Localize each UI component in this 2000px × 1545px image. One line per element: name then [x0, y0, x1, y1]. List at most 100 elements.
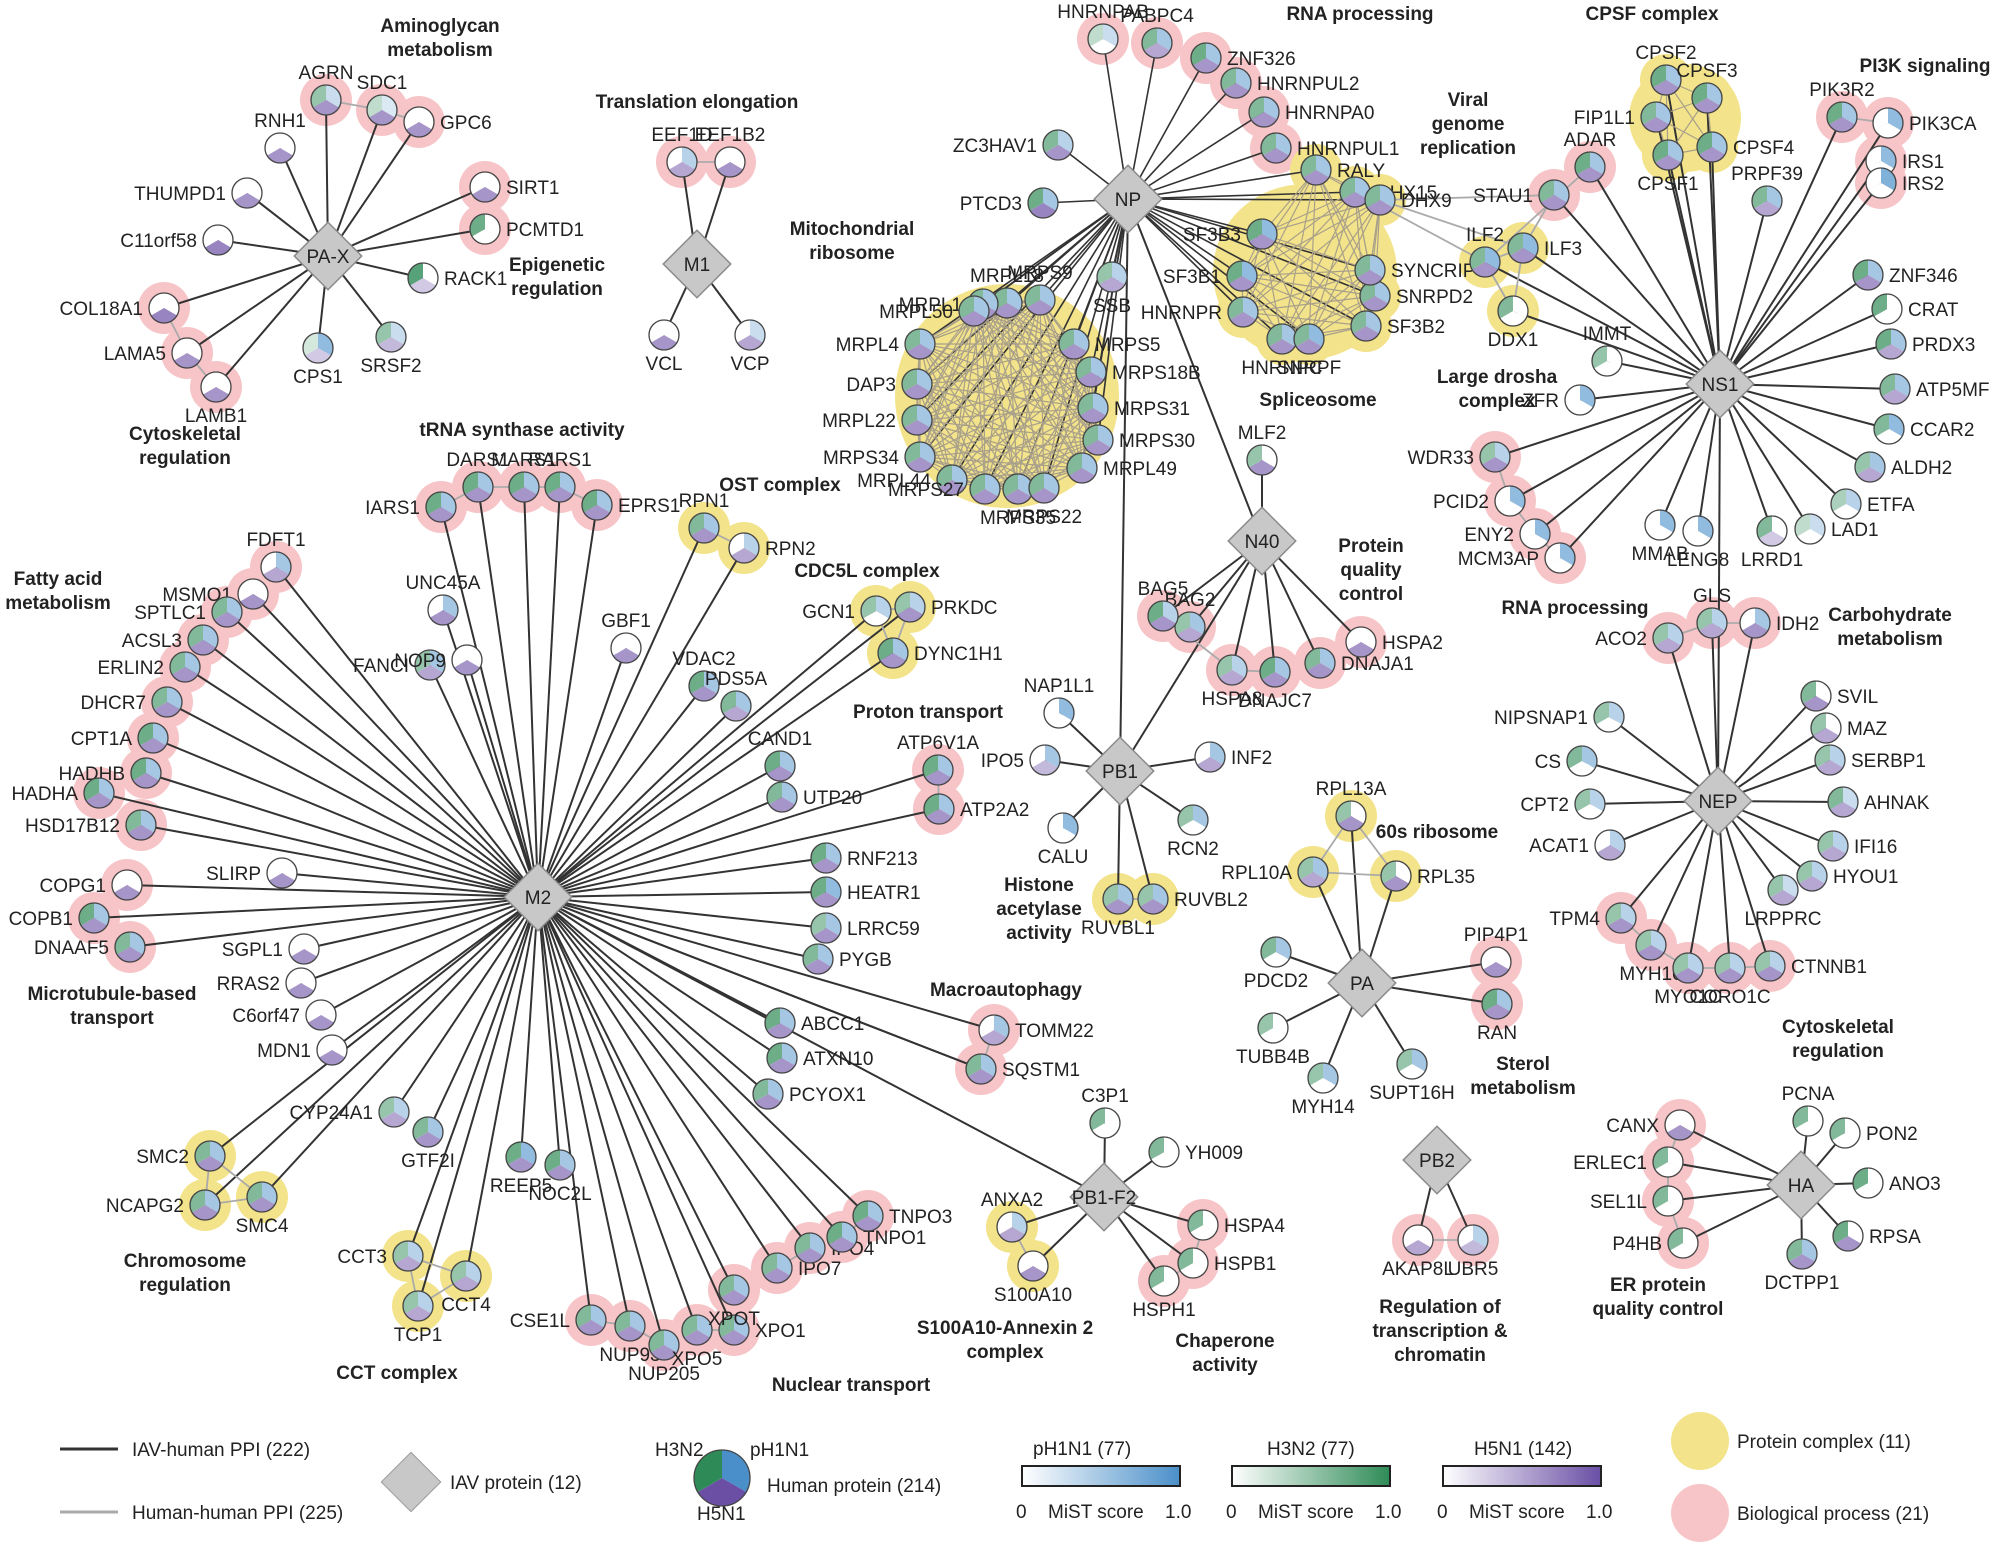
node-label: SERBP1 — [1851, 751, 1926, 772]
node-label: MRPS34 — [823, 448, 899, 469]
node-p4hb — [1667, 1227, 1699, 1259]
node-label: C3P1 — [1081, 1086, 1129, 1107]
node-dap3 — [901, 368, 933, 400]
node-vcp — [734, 319, 766, 351]
node-label: PCMTD1 — [506, 220, 584, 241]
node-label: TNPO1 — [863, 1228, 926, 1249]
legend-iav-diamond — [380, 1451, 442, 1513]
iav-edge — [202, 639, 539, 898]
group-label: regulation — [139, 448, 231, 469]
hub-np: NP — [1093, 164, 1163, 234]
node-nipsnap1 — [1593, 701, 1625, 733]
node-label: ACO2 — [1595, 629, 1647, 650]
human-edge — [951, 439, 1099, 481]
node-label: UNC45A — [406, 573, 481, 594]
node-c6orf47 — [305, 999, 337, 1031]
node-label: PCID2 — [1433, 492, 1489, 513]
node-col18a1 — [148, 292, 180, 324]
node-label: COL18A1 — [60, 299, 143, 320]
node-pabpc4 — [1141, 27, 1173, 59]
human-edge — [919, 343, 1075, 458]
group-label: Epigenetic — [509, 255, 606, 276]
iav-edge — [327, 121, 420, 257]
node-atp2a2 — [923, 793, 955, 825]
node-label: HSD17B12 — [25, 816, 120, 837]
node-snrpd2 — [1359, 280, 1391, 312]
human-edge — [916, 407, 1094, 421]
node-eprs1 — [581, 489, 613, 521]
node-hspa4 — [1187, 1209, 1219, 1241]
node-vdac2 — [688, 670, 720, 702]
iav-edge — [275, 566, 539, 898]
node-stau1 — [1538, 179, 1570, 211]
iav-edge — [93, 896, 539, 919]
node-label: PTCD3 — [960, 194, 1022, 215]
node-tnpo3 — [852, 1200, 884, 1232]
node-label: LAMB1 — [185, 406, 247, 427]
node-label: MRPS9 — [1007, 263, 1072, 284]
legend-pie-ph1n1: pH1N1 — [750, 1440, 809, 1461]
node-pygb — [802, 943, 834, 975]
group-label: replication — [1420, 138, 1516, 159]
node-label: RALY — [1337, 161, 1386, 182]
iav-edge — [1719, 343, 1892, 385]
node-erlin2 — [169, 651, 201, 683]
node-prkdc — [894, 591, 926, 623]
node-akap8l — [1402, 1224, 1434, 1256]
iav-edge — [252, 593, 539, 898]
legend-one: 1.0 — [1375, 1502, 1401, 1523]
node-mrps18b — [1075, 356, 1107, 388]
node-label: IRS1 — [1902, 152, 1944, 173]
group-label: CCT complex — [336, 1363, 458, 1384]
node-label: IMMT — [1583, 324, 1632, 345]
node-label: ATXN10 — [803, 1049, 873, 1070]
legend-human-ppi: Human-human PPI (225) — [132, 1503, 343, 1524]
node-label: ATP2A2 — [960, 800, 1029, 821]
human-edge — [1315, 169, 1367, 327]
node-label: SF3B3 — [1183, 225, 1241, 246]
node-label: SUPT16H — [1369, 1083, 1455, 1104]
iav-edge — [1127, 191, 1356, 200]
node-label: LENG8 — [1667, 550, 1729, 571]
iav-edge — [466, 659, 539, 898]
iav-edge — [537, 796, 783, 898]
node-nup93 — [614, 1310, 646, 1342]
node-mrps9 — [1024, 284, 1056, 316]
node-utp20 — [766, 781, 798, 813]
iav-edge — [1494, 383, 1721, 458]
node-s100a10 — [1017, 1250, 1049, 1282]
node-label: MRPL50 — [879, 302, 953, 323]
node-label: IPO5 — [981, 751, 1024, 772]
node-label: HADHA — [11, 784, 78, 805]
node-zfr — [1564, 384, 1596, 416]
node-label: ENY2 — [1464, 525, 1514, 546]
iav-edge — [1534, 383, 1721, 535]
node-label: LRRC59 — [847, 919, 920, 940]
node-msmo1 — [237, 578, 269, 610]
human-edge — [951, 303, 984, 481]
group-label: metabolism — [387, 40, 493, 61]
legend-scale-ph1n1: pH1N1 (77) — [1033, 1439, 1131, 1460]
node-prpf39 — [1751, 185, 1783, 217]
node-ubr5 — [1457, 1224, 1489, 1256]
node-label: AKAP8L — [1382, 1259, 1454, 1280]
node-noc2l — [544, 1149, 576, 1181]
iav-edge — [1719, 383, 1871, 468]
node-label: CCT4 — [441, 1295, 491, 1316]
node-label: RPN2 — [765, 539, 816, 560]
iav-edge — [537, 896, 665, 1346]
node-hnrnpa0 — [1248, 96, 1280, 128]
node-xpot — [718, 1274, 750, 1306]
node-label: NAP1L1 — [1024, 676, 1095, 697]
human-edge — [1261, 233, 1283, 340]
node-mrpl50 — [958, 295, 990, 327]
hub-pa-x: PA-X — [293, 221, 363, 291]
node-rpn1 — [688, 512, 720, 544]
node-label: DYNC1H1 — [914, 644, 1003, 665]
human-edge — [916, 302, 1008, 421]
human-edge — [919, 343, 953, 481]
legend-scale-h3n2-bar — [1231, 1465, 1391, 1487]
human-edge — [1043, 343, 1075, 489]
node-smc2 — [194, 1140, 226, 1172]
node-label: RUVBL1 — [1081, 918, 1155, 939]
